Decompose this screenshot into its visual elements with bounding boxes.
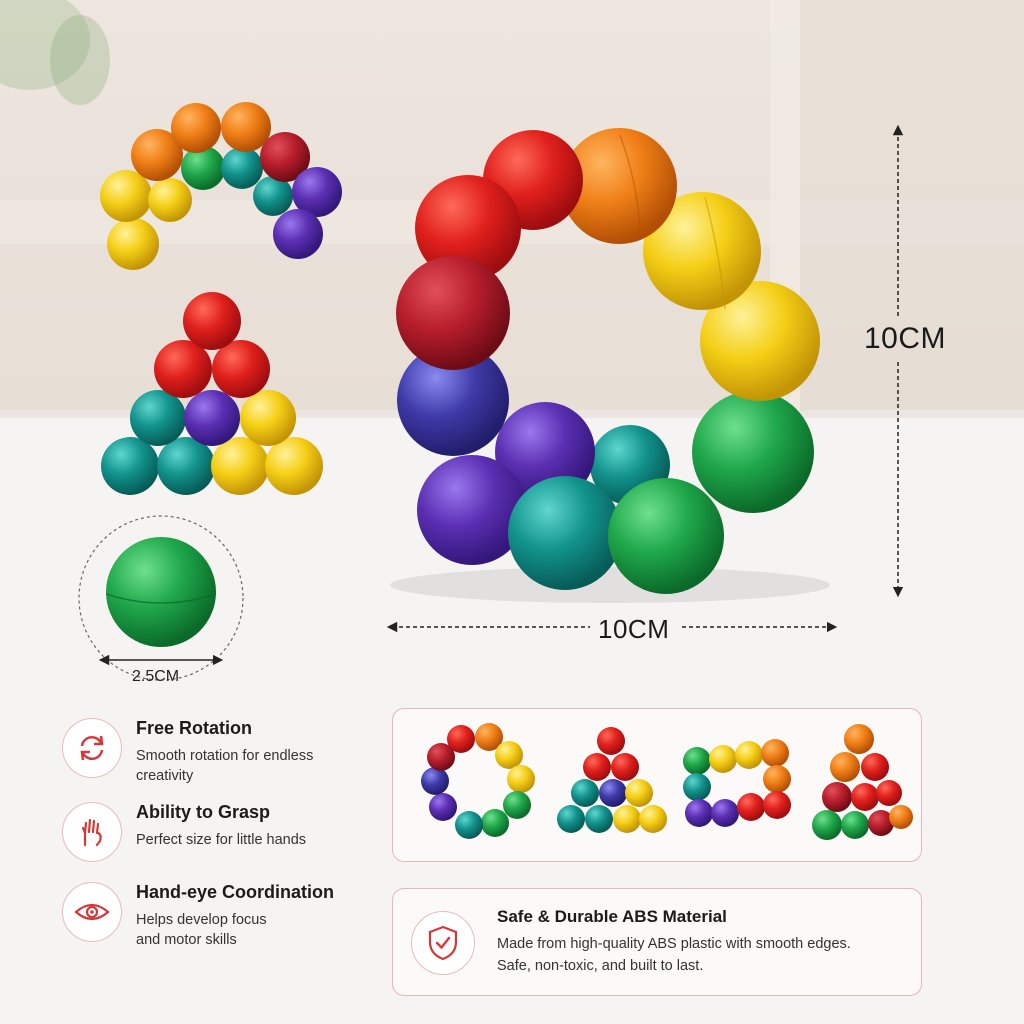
mini-pyramid	[557, 727, 667, 833]
feature-hand-eye-coordination: Hand-eye Coordination Helps develop focu…	[62, 882, 382, 952]
feature-title: Ability to Grasp	[136, 802, 271, 822]
rotation-arrows-icon	[62, 718, 122, 778]
shapes-panel	[392, 708, 922, 862]
feature-title: Hand-eye Coordination	[136, 882, 335, 902]
shape-examples	[421, 723, 913, 840]
height-label: 10CM	[864, 322, 947, 355]
feature-ability-to-grasp: Ability to Grasp Perfect size for little…	[62, 802, 382, 872]
ball-size-label: 2.5CM	[132, 668, 180, 685]
width-label: 10CM	[598, 614, 670, 644]
eye-icon	[62, 882, 122, 942]
mini-rectangle	[683, 739, 791, 827]
safety-title: Safe & Durable ABS Material	[497, 907, 727, 926]
arch-formation	[100, 102, 342, 270]
feature-free-rotation: Free Rotation Smooth rotation for endles…	[62, 718, 382, 788]
shield-check-icon	[411, 911, 475, 975]
safety-panel: Safe & Durable ABS Material Made from hi…	[392, 888, 922, 996]
safety-desc: Made from high-quality ABS plastic with …	[497, 936, 851, 974]
single-ball	[78, 515, 244, 681]
pyramid-formation	[101, 292, 323, 495]
mini-cluster	[812, 724, 913, 840]
mini-ring	[421, 723, 535, 839]
feature-desc: Perfect size for little hands	[136, 832, 307, 848]
ring-formation	[390, 128, 830, 603]
feature-title: Free Rotation	[136, 718, 253, 738]
hand-grasp-icon	[62, 802, 122, 862]
